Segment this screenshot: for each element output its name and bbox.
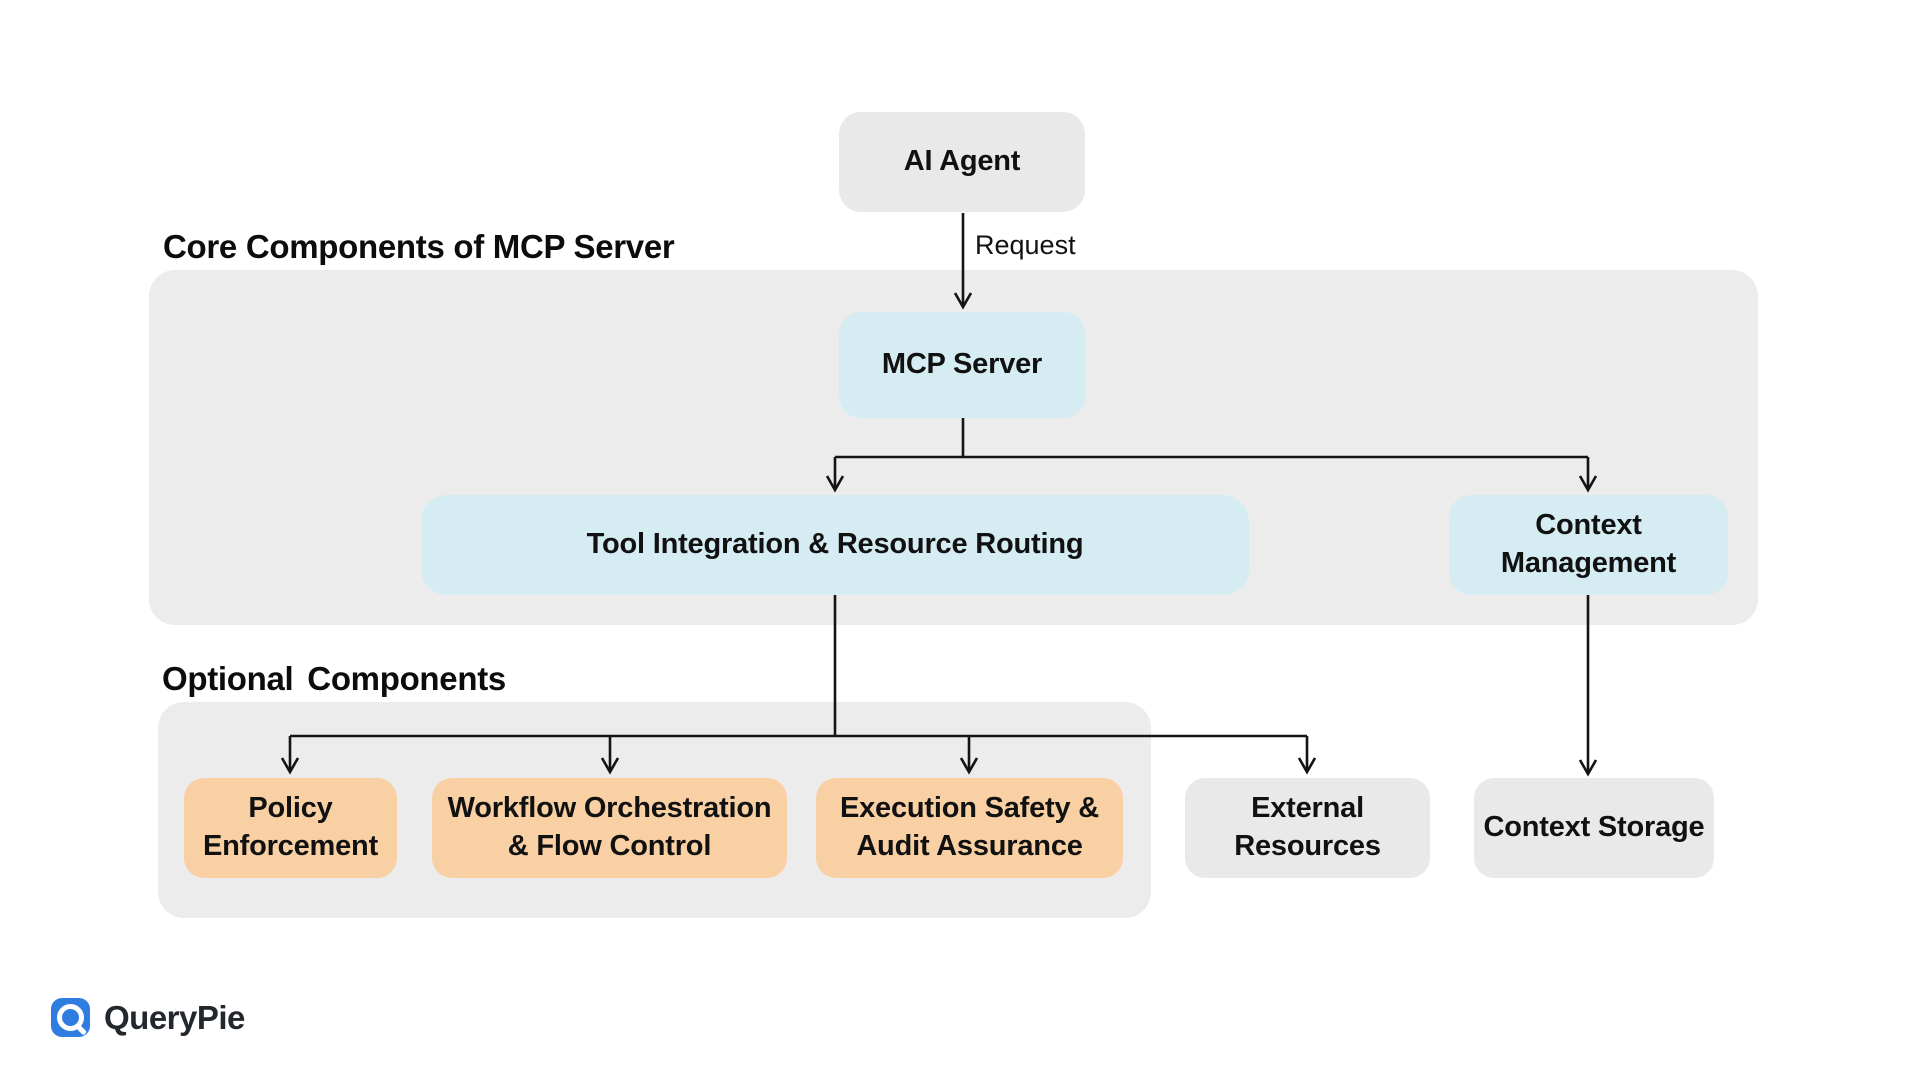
node-context-management: Context Management: [1449, 495, 1728, 595]
node-mcp-server: MCP Server: [839, 312, 1085, 418]
node-policy-enforcement: Policy Enforcement: [184, 778, 397, 878]
node-context-storage: Context Storage: [1474, 778, 1714, 878]
optional-components-heading: Optional Components: [162, 660, 506, 697]
node-ai-agent: AI Agent: [839, 112, 1085, 212]
node-external-resources: External Resources: [1185, 778, 1430, 878]
request-edge-label: Request: [975, 230, 1076, 260]
node-tool-integration: Tool Integration & Resource Routing: [421, 495, 1249, 595]
querypie-logo-icon: [51, 998, 90, 1037]
logo-tail-shape: [74, 1023, 88, 1036]
querypie-logo-text: QueryPie: [104, 998, 245, 1036]
querypie-logo: QueryPie: [51, 998, 245, 1037]
node-execution-safety: Execution Safety & Audit Assurance: [816, 778, 1123, 878]
core-components-heading: Core Components of MCP Server: [163, 228, 675, 265]
logo-ring-shape: [57, 1004, 84, 1031]
node-workflow-orchestration: Workflow Orchestration & Flow Control: [432, 778, 787, 878]
